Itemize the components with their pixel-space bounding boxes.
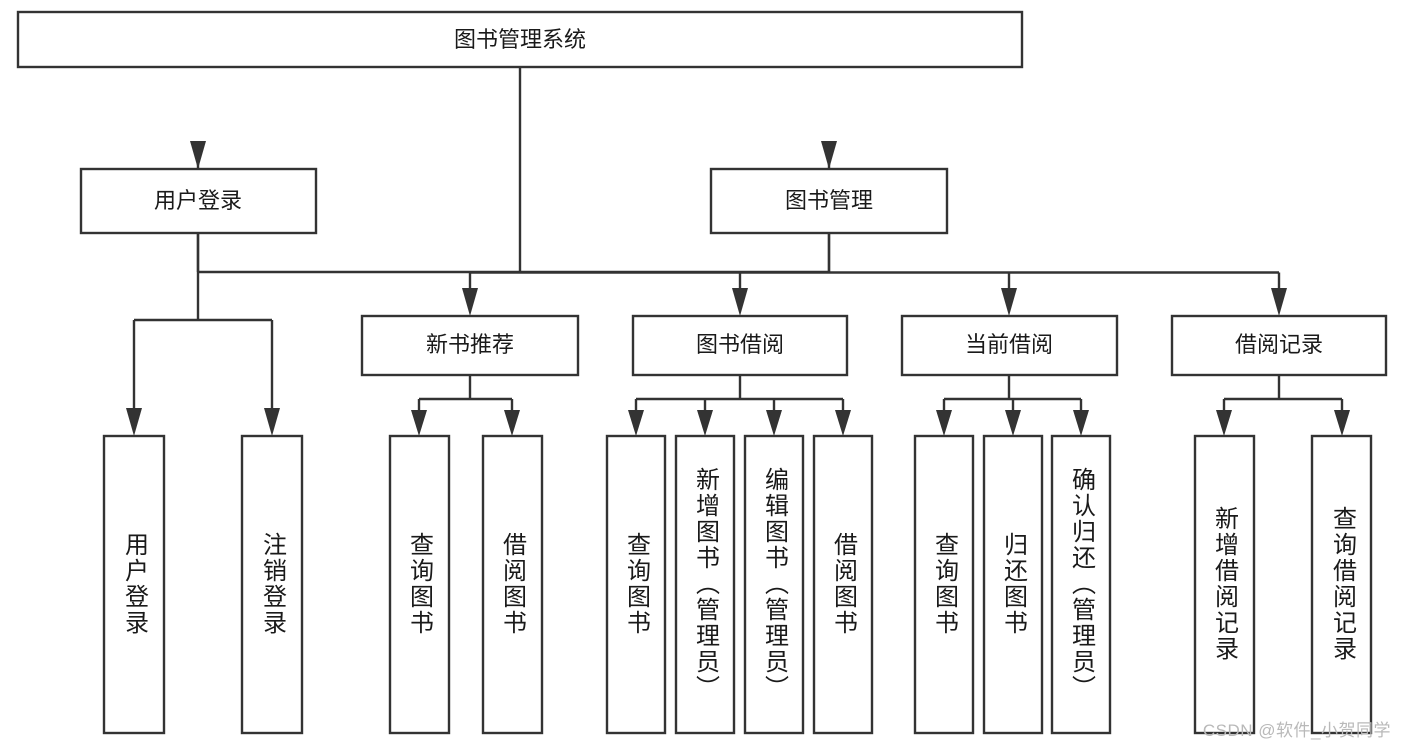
node-leaf-add-record-box[interactable] xyxy=(1193,434,1256,735)
arrow-head-leaf-edit-book xyxy=(766,410,782,436)
node-leaf-borrow-book-1-label: 借阅图书 xyxy=(499,532,527,636)
node-leaf-add-book-box[interactable] xyxy=(674,434,736,735)
node-leaf-add-book-label: 新增图书（管理员） xyxy=(692,467,720,701)
node-leaf-query-record[interactable]: 查询借阅记录 xyxy=(1310,434,1373,735)
node-borrow-record-box[interactable] xyxy=(1170,314,1388,377)
node-book-manage-label: 图书管理 xyxy=(785,188,873,213)
arrow-head-book-borrow xyxy=(732,288,748,316)
arrow-head-leaf-add-record xyxy=(1216,410,1232,436)
node-current-borrow-label: 当前借阅 xyxy=(965,332,1053,357)
node-leaf-query-record-label: 查询借阅记录 xyxy=(1329,506,1357,662)
node-leaf-query-book-3-box[interactable] xyxy=(913,434,975,735)
node-leaf-query-book-3[interactable]: 查询图书 xyxy=(913,434,975,735)
node-root[interactable]: 图书管理系统 xyxy=(16,10,1024,69)
arrow-head-current-borrow xyxy=(1001,288,1017,316)
node-leaf-return-book-box[interactable] xyxy=(982,434,1044,735)
node-leaf-query-book-1[interactable]: 查询图书 xyxy=(388,434,451,735)
node-current-borrow-box[interactable] xyxy=(900,314,1119,377)
node-leaf-borrow-book-1[interactable]: 借阅图书 xyxy=(481,434,544,735)
node-leaf-return-book[interactable]: 归还图书 xyxy=(982,434,1044,735)
node-new-book-recommend[interactable]: 新书推荐 xyxy=(360,314,580,377)
node-leaf-add-record[interactable]: 新增借阅记录 xyxy=(1193,434,1256,735)
node-leaf-query-book-2-box[interactable] xyxy=(605,434,667,735)
node-leaf-borrow-book-2-box[interactable] xyxy=(812,434,874,735)
node-leaf-confirm-return-box[interactable] xyxy=(1050,434,1112,735)
arrow-head-leaf-query-book-2 xyxy=(628,410,644,436)
node-leaf-edit-book-box[interactable] xyxy=(743,434,805,735)
node-leaf-query-book-2-label: 查询图书 xyxy=(623,532,651,636)
node-borrow-record[interactable]: 借阅记录 xyxy=(1170,314,1388,377)
node-book-borrow-label: 图书借阅 xyxy=(696,332,784,357)
arrow-head-leaf-query-record xyxy=(1334,410,1350,436)
node-current-borrow[interactable]: 当前借阅 xyxy=(900,314,1119,377)
connector-book-manage-to-level3 xyxy=(462,233,1287,316)
node-leaf-user-login[interactable]: 用户登录 xyxy=(102,434,166,735)
node-new-book-recommend-box[interactable] xyxy=(360,314,580,377)
node-root-label: 图书管理系统 xyxy=(454,27,586,52)
node-book-borrow[interactable]: 图书借阅 xyxy=(631,314,849,377)
node-leaf-user-login-label: 用户登录 xyxy=(121,532,149,636)
node-book-borrow-box[interactable] xyxy=(631,314,849,377)
node-leaf-query-book-1-label: 查询图书 xyxy=(406,532,434,636)
node-user-login[interactable]: 用户登录 xyxy=(79,167,318,235)
arrow-head-borrow-record xyxy=(1271,288,1287,316)
node-leaf-edit-book[interactable]: 编辑图书（管理员） xyxy=(743,434,805,735)
node-leaf-add-record-label: 新增借阅记录 xyxy=(1211,506,1239,662)
arrow-head-leaf-query-book-1 xyxy=(411,410,427,436)
node-borrow-record-label: 借阅记录 xyxy=(1235,332,1323,357)
node-user-login-label: 用户登录 xyxy=(154,188,242,213)
connector-new-book-recommend-to-leaves xyxy=(411,375,520,436)
node-book-manage-box[interactable] xyxy=(709,167,949,235)
arrow-head-new-book-recommend xyxy=(462,288,478,316)
arrow-head-leaf-confirm-return xyxy=(1073,410,1089,436)
node-leaf-confirm-return[interactable]: 确认归还（管理员） xyxy=(1050,434,1112,735)
node-leaf-query-record-box[interactable] xyxy=(1310,434,1373,735)
node-user-login-box[interactable] xyxy=(79,167,318,235)
arrow-head-leaf-borrow-book-2 xyxy=(835,410,851,436)
node-leaf-confirm-return-label: 确认归还（管理员） xyxy=(1068,467,1096,701)
arrow-head-leaf-add-book xyxy=(697,410,713,436)
connector-borrow-record-to-leaves xyxy=(1216,375,1350,436)
node-leaf-add-book[interactable]: 新增图书（管理员） xyxy=(674,434,736,735)
arrow-head-leaf-user-logout xyxy=(264,408,280,436)
arrow-head-leaf-query-book-3 xyxy=(936,410,952,436)
node-leaf-borrow-book-2[interactable]: 借阅图书 xyxy=(812,434,874,735)
node-leaf-edit-book-label: 编辑图书（管理员） xyxy=(761,467,789,701)
node-leaf-return-book-label: 归还图书 xyxy=(1000,532,1028,636)
arrow-head-leaf-borrow-book-1 xyxy=(504,410,520,436)
node-leaf-user-logout-label: 注销登录 xyxy=(259,532,287,636)
connector-current-borrow-to-leaves xyxy=(936,375,1089,436)
connector-user-login-to-leaves xyxy=(126,233,280,436)
node-root-box[interactable] xyxy=(16,10,1024,69)
node-leaf-user-logout-box[interactable] xyxy=(240,434,304,735)
node-book-manage[interactable]: 图书管理 xyxy=(709,167,949,235)
node-leaf-user-logout[interactable]: 注销登录 xyxy=(240,434,304,735)
node-leaf-borrow-book-2-label: 借阅图书 xyxy=(830,532,858,636)
arrow-head-book-manage xyxy=(821,141,837,169)
arrow-head-leaf-return-book xyxy=(1005,410,1021,436)
node-leaf-user-login-box[interactable] xyxy=(102,434,166,735)
arrow-head-leaf-user-login xyxy=(126,408,142,436)
arrow-head-user-login xyxy=(190,141,206,169)
connector-book-borrow-to-leaves xyxy=(628,375,851,436)
node-leaf-query-book-2[interactable]: 查询图书 xyxy=(605,434,667,735)
node-leaf-query-book-1-box[interactable] xyxy=(388,434,451,735)
node-leaf-borrow-book-1-box[interactable] xyxy=(481,434,544,735)
node-new-book-recommend-label: 新书推荐 xyxy=(426,332,514,357)
node-leaf-query-book-3-label: 查询图书 xyxy=(931,532,959,636)
